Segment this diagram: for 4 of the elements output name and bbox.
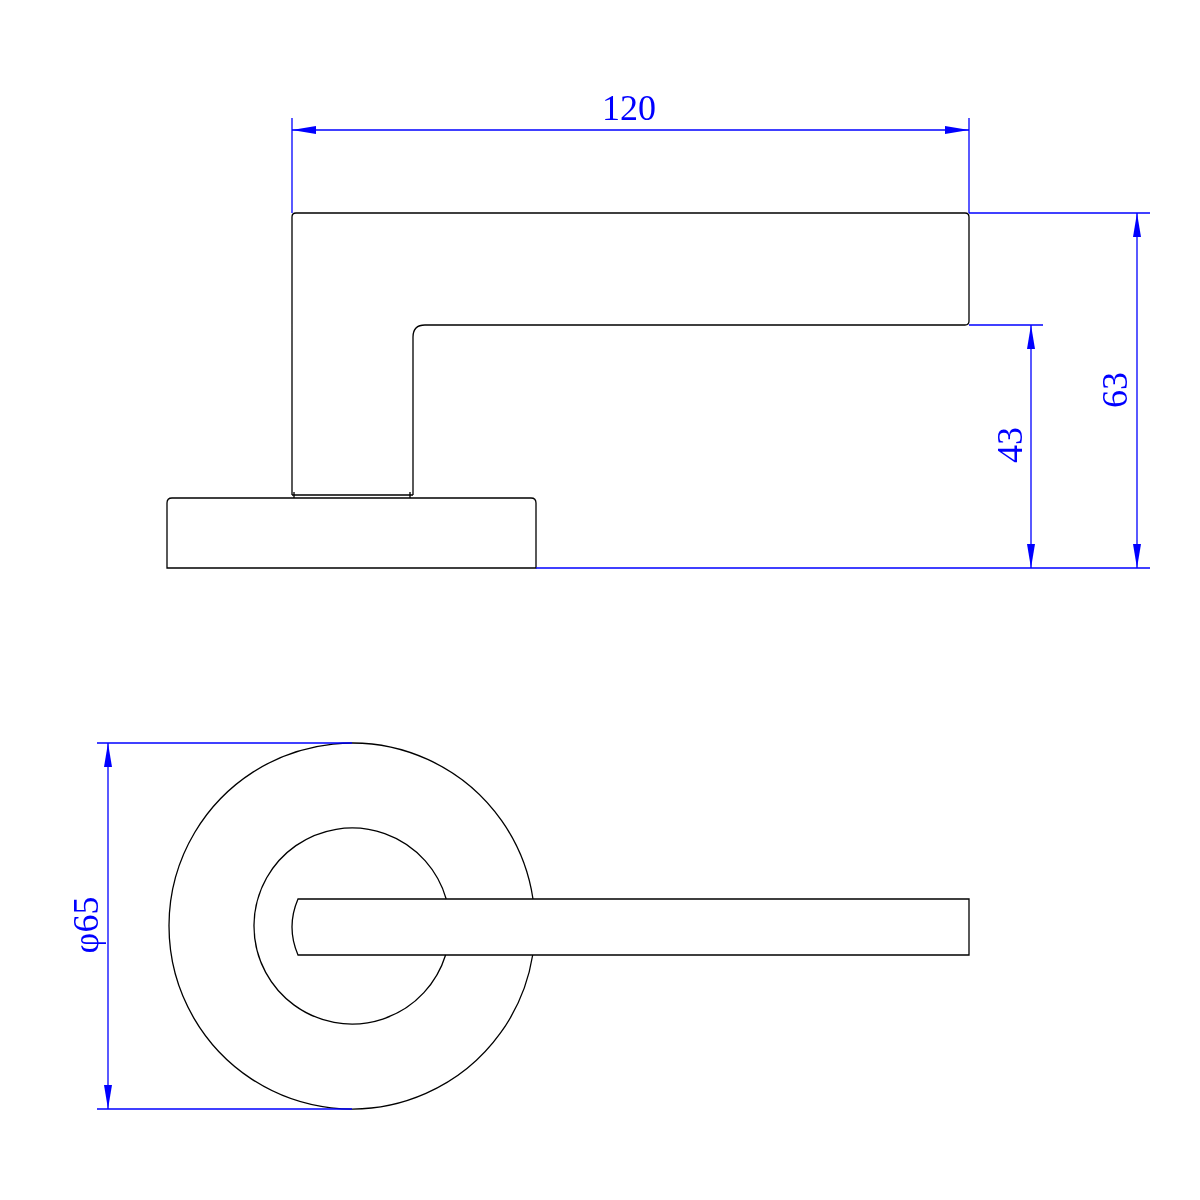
dimension-label: 63 bbox=[1097, 372, 1133, 408]
dimension-label: φ65 bbox=[68, 896, 104, 954]
dimension-label: 120 bbox=[602, 90, 656, 126]
dimension-label: 43 bbox=[992, 427, 1028, 463]
